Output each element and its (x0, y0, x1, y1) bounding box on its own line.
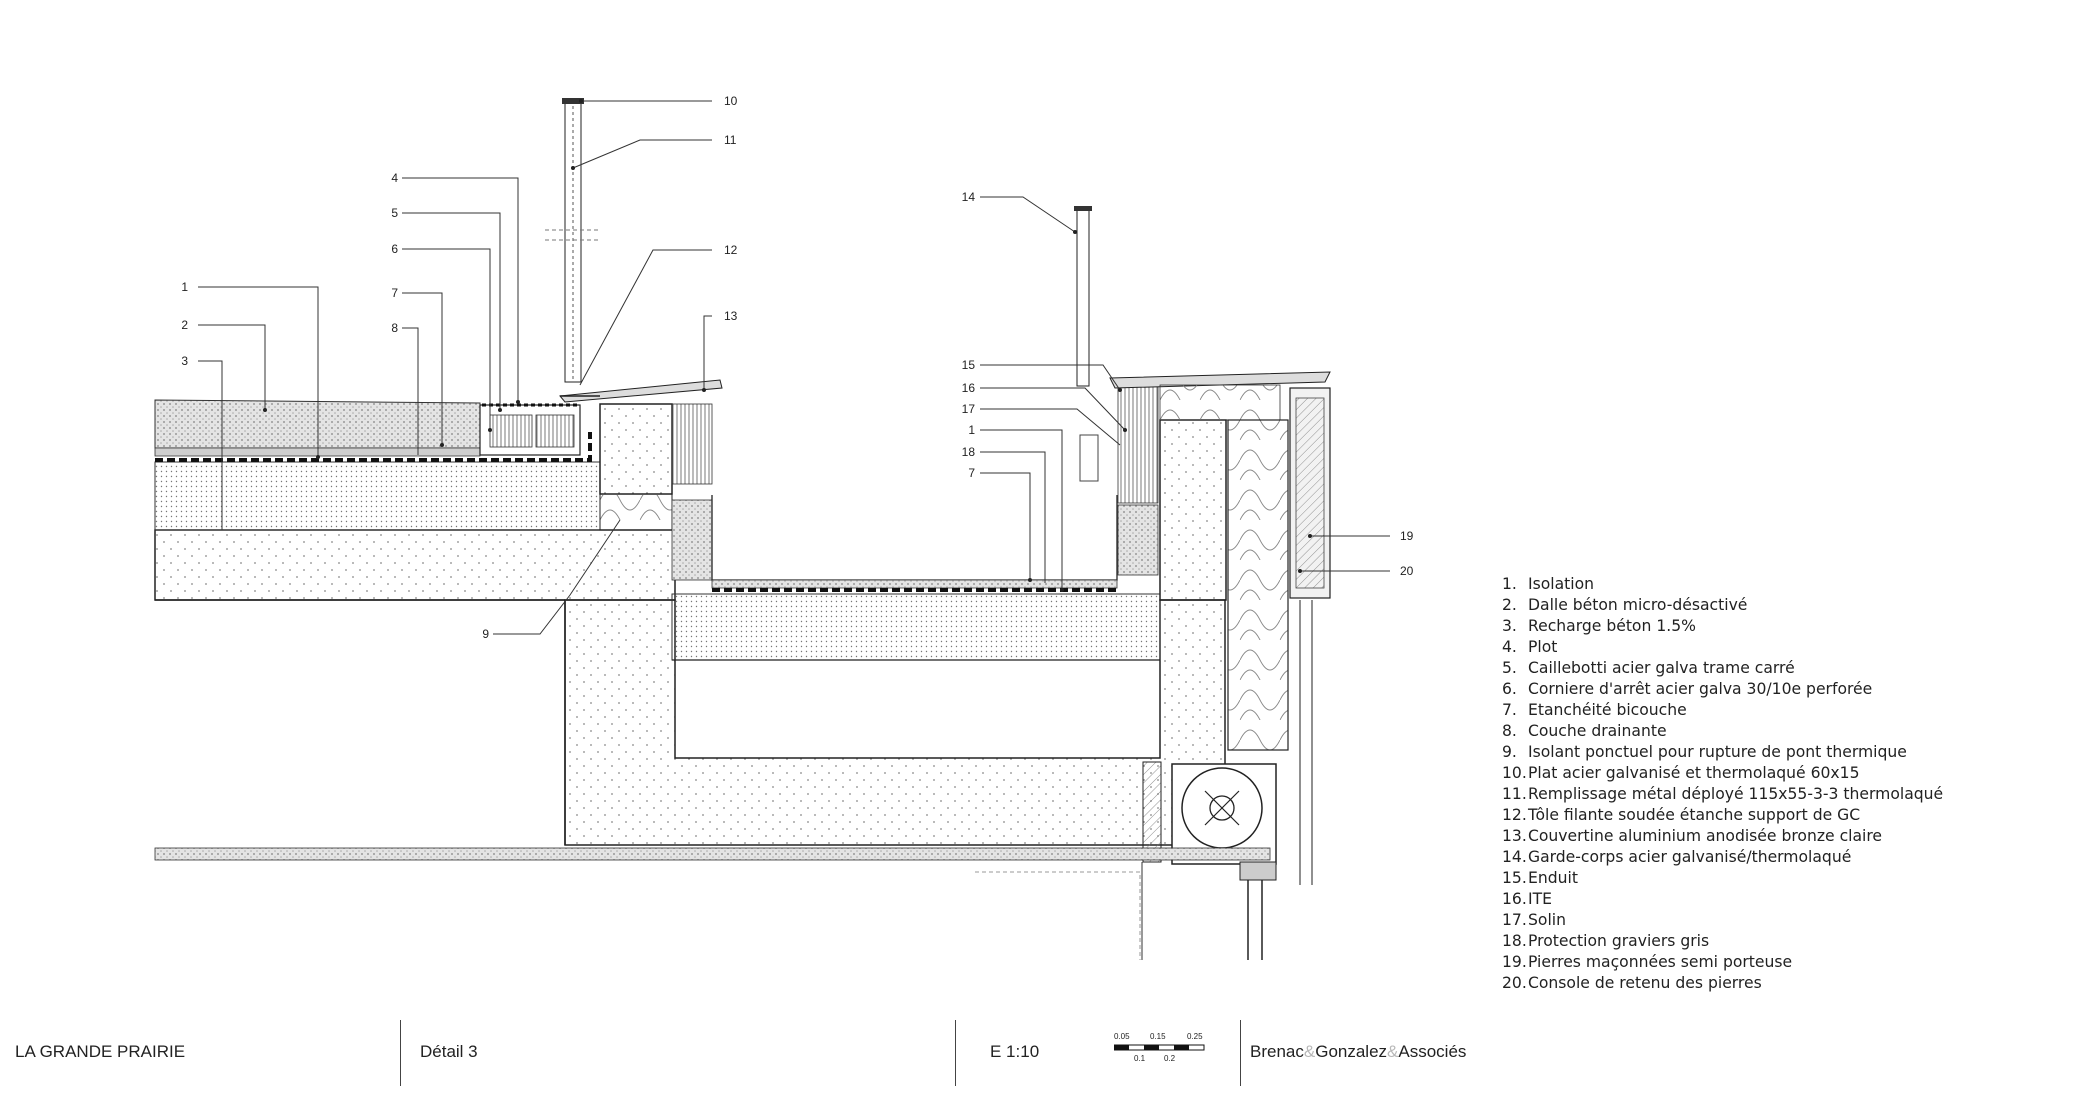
callout-label: 18 (962, 445, 976, 459)
callout-label: 17 (962, 402, 976, 416)
detail-label: Détail 3 (420, 1042, 478, 1061)
callout-label: 15 (962, 358, 976, 372)
grating-box (479, 403, 581, 456)
scale-tick-label: 0.15 (1150, 1032, 1166, 1041)
legend-item: 19.Pierres maçonnées semi porteuse (1502, 953, 1793, 971)
callout-label: 1 (181, 280, 188, 294)
callout-label: 1 (968, 423, 975, 437)
legend-list: 1.Isolation 2.Dalle béton micro-désactiv… (1502, 574, 2022, 994)
callout-label: 10 (724, 94, 738, 108)
scale-tick-label: 0.05 (1114, 1032, 1130, 1041)
left-guardrail (545, 98, 600, 383)
legend-item: 20.Console de retenu des pierres (1502, 974, 1762, 992)
left-parapet (559, 379, 723, 581)
legend-item: 16.ITE (1502, 890, 1552, 908)
callout-label: 6 (391, 242, 398, 256)
legend-item: 12.Tôle filante soudée étanche support d… (1502, 806, 1861, 824)
scale-label: E 1:10 (990, 1042, 1040, 1061)
legend-item: 2.Dalle béton micro-désactivé (1502, 596, 1748, 614)
title-separator (1240, 1020, 1241, 1086)
callout-label: 20 (1400, 564, 1414, 578)
central-sunken-area (671, 495, 1161, 661)
title-separator (400, 1020, 401, 1086)
callout-label: 13 (724, 309, 738, 323)
scale-bar-graphic (1114, 1044, 1205, 1051)
legend-item: 7.Etanchéité bicouche (1502, 701, 1687, 719)
title-block: LA GRANDE PRAIRIE Détail 3 E 1:10 Brenac… (0, 1012, 2086, 1086)
legend-item: 1.Isolation (1502, 575, 1595, 593)
firm-name: Brenac&Gonzalez&Associés (1250, 1042, 1467, 1061)
callout-leaders (198, 100, 1390, 635)
project-name: LA GRANDE PRAIRIE (15, 1042, 186, 1061)
graphic-scale-bar: 0.05 0.15 0.25 0.1 0.2 (1114, 1024, 1214, 1064)
scale-tick-label: 0.1 (1134, 1054, 1146, 1063)
callout-label: 3 (181, 354, 188, 368)
callout-label: 5 (391, 206, 398, 220)
legend-item: 6.Corniere d'arrêt acier galva 30/10e pe… (1502, 680, 1873, 698)
callout-label: 16 (962, 381, 976, 395)
legend-item: 9.Isolant ponctuel pour rupture de pont … (1502, 743, 1907, 761)
scale-tick-label: 0.25 (1187, 1032, 1203, 1041)
left-concrete-slab (154, 529, 1226, 846)
right-facade (1227, 387, 1331, 885)
legend-item: 4.Plot (1502, 638, 1558, 656)
callout-label: 9 (482, 627, 489, 641)
ceiling-finish (154, 847, 1271, 861)
callout-label: 8 (391, 321, 398, 335)
callout-labels: 1 2 3 4 5 6 7 8 9 10 11 12 13 14 15 16 1… (181, 94, 1413, 641)
legend-item: 15.Enduit (1502, 869, 1578, 887)
callout-label: 4 (391, 171, 398, 185)
callout-label: 19 (1400, 529, 1414, 543)
callout-label: 14 (962, 190, 976, 204)
right-guardrail (1074, 206, 1099, 482)
scale-tick-label: 0.2 (1164, 1054, 1176, 1063)
legend-item: 18.Protection graviers gris (1502, 932, 1710, 950)
window-outline (975, 871, 1141, 960)
right-parapet (1109, 371, 1331, 601)
left-waterproofing (155, 432, 592, 462)
callout-label: 7 (391, 286, 398, 300)
title-separator (955, 1020, 956, 1086)
callout-dots (263, 99, 1312, 592)
legend-item: 11.Remplissage métal déployé 115x55-3-3 … (1502, 785, 1944, 803)
legend-item: 13.Couvertine aluminium anodisée bronze … (1502, 827, 1883, 845)
callout-label: 12 (724, 243, 738, 257)
callout-label: 2 (181, 318, 188, 332)
callout-label: 11 (724, 133, 737, 147)
roller-shutter-box (1141, 761, 1277, 960)
callout-label: 7 (968, 466, 975, 480)
legend-item: 3.Recharge béton 1.5% (1502, 617, 1696, 635)
legend-item: 14.Garde-corps acier galvanisé/thermolaq… (1502, 848, 1852, 866)
legend-item: 8.Couche drainante (1502, 722, 1667, 740)
legend-item: 5.Caillebotti acier galva trame carré (1502, 659, 1795, 677)
legend-item: 17.Solin (1502, 911, 1566, 929)
legend-item: 10.Plat acier galvanisé et thermolaqué 6… (1502, 764, 1860, 782)
